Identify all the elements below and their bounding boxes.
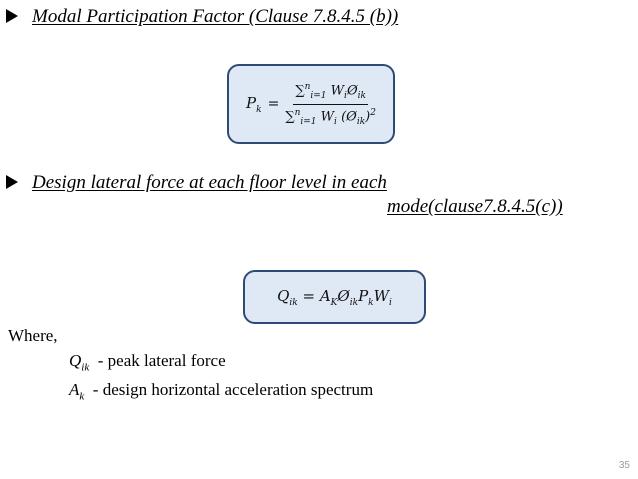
where-label: Where, bbox=[8, 326, 58, 345]
equals-sign: = bbox=[267, 96, 280, 112]
numerator: ∑ni=1 WiØik bbox=[293, 82, 368, 105]
definition-text: - peak lateral force bbox=[89, 351, 226, 370]
bullet-design-lateral-force: Design lateral force at each floor level… bbox=[6, 172, 387, 194]
page-number: 35 bbox=[618, 460, 630, 471]
definition-text: - design horizontal acceleration spectru… bbox=[84, 380, 374, 399]
arrow-bullet-icon bbox=[6, 9, 18, 23]
equation-participation-factor: Pk = ∑ni=1 WiØik ∑ni=1 Wi (Øik)2 bbox=[227, 64, 395, 144]
bullet-modal-participation: Modal Participation Factor (Clause 7.8.4… bbox=[6, 6, 398, 28]
definition-symbol: Ak bbox=[69, 380, 85, 403]
bullet-text: Modal Participation Factor (Clause 7.8.4… bbox=[32, 6, 399, 27]
fraction: ∑ni=1 WiØik ∑ni=1 Wi (Øik)2 bbox=[285, 82, 376, 127]
arrow-bullet-icon bbox=[6, 175, 18, 189]
equation-lhs: Pk bbox=[246, 93, 262, 115]
definition-ak: Ak - design horizontal acceleration spec… bbox=[69, 380, 373, 402]
definition-qik: Qik - peak lateral force bbox=[69, 351, 226, 373]
denominator: ∑ni=1 Wi (Øik)2 bbox=[285, 107, 376, 127]
bullet-text: Design lateral force at each floor level… bbox=[32, 172, 387, 193]
equation-expression: Qik = AKØikPkWi bbox=[277, 286, 392, 308]
equation-lateral-force: Qik = AKØikPkWi bbox=[243, 270, 426, 324]
equation-fraction: Pk = ∑ni=1 WiØik ∑ni=1 Wi (Øik)2 bbox=[246, 82, 376, 127]
definition-symbol: Qik bbox=[69, 351, 90, 374]
bullet-continuation: mode(clause7.8.4.5(c)) bbox=[387, 196, 563, 217]
